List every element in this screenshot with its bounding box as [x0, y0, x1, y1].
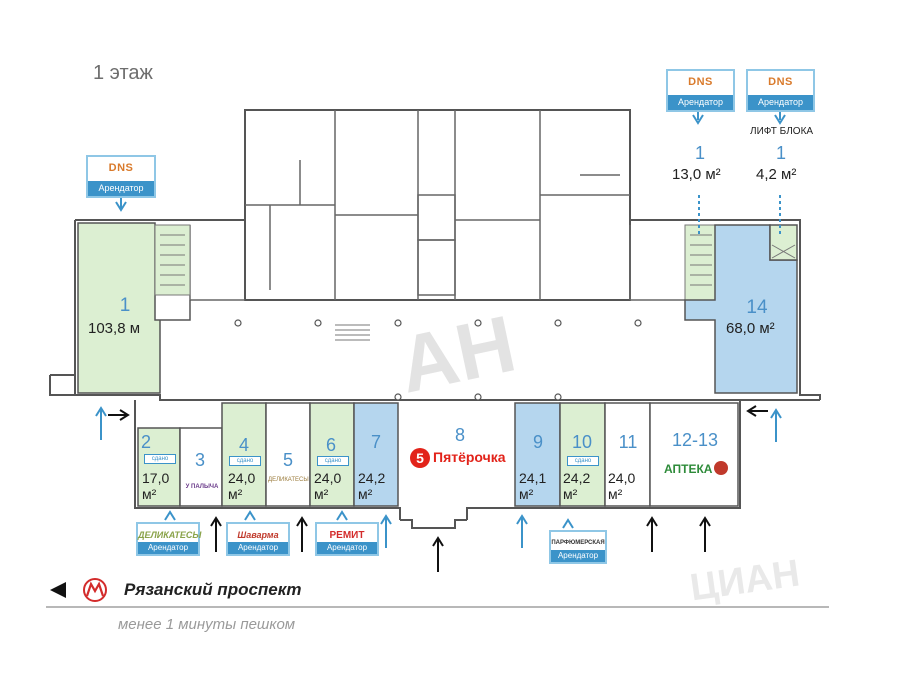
tenant-caption: Арендатор	[228, 542, 288, 554]
unit-12-13-area	[649, 402, 739, 507]
lift-block-label: ЛИФТ БЛОКА	[750, 126, 814, 137]
tenant-caption: Арендатор	[88, 181, 154, 196]
unit-7-area	[353, 402, 399, 507]
rented-badge: сдано	[144, 454, 176, 464]
metro-m-icon	[83, 578, 107, 602]
unit-2-number: 2	[140, 432, 151, 452]
unit-7-number: 7	[370, 432, 381, 452]
shavarma-logo: Шаварма	[237, 530, 279, 540]
unit-5-number: 5	[282, 450, 293, 470]
dns-logo: DNS	[768, 76, 793, 88]
columns	[234, 319, 642, 401]
unit-1b-area-label: 13,0 м²	[672, 166, 721, 183]
palych-logo: У ПАЛЫЧА	[185, 484, 219, 490]
unit-5-area	[265, 402, 311, 507]
unit-6-area	[309, 402, 355, 507]
arrow-left-icon	[50, 582, 66, 598]
unit-3-area	[179, 427, 223, 507]
pyaterochka-icon: 5	[410, 448, 430, 468]
unit-6-area-label: 24,0 м²	[314, 470, 342, 502]
coffee-box-logo: ДЕЛИКАТЕСЫ	[138, 530, 202, 540]
rented-badge: сдано	[229, 456, 261, 466]
apteka-logo: АПТЕКА	[664, 461, 744, 480]
unit-1-number: 1	[119, 295, 131, 316]
unit-10-area-label: 24,2 м²	[563, 470, 591, 502]
floor-title: 1 этаж	[93, 62, 153, 84]
stairs-right	[684, 224, 716, 301]
tenant-caption: Арендатор	[138, 542, 198, 554]
tenant-box-coffee: ДЕЛИКАТЕСЫ Арендатор	[136, 522, 202, 556]
central-steps	[335, 324, 370, 341]
ah-watermark: AH	[391, 299, 523, 410]
pyaterochka-name: Пятёрочка	[433, 449, 506, 465]
tenant-box-parfum: ПАРФЮМЕРСКАЯ Арендатор	[549, 530, 607, 564]
tenant-caption: Арендатор	[748, 95, 813, 110]
unit-8-number: 8	[454, 425, 465, 445]
unit-11-area	[604, 402, 651, 507]
tenant-box-dns-top1: DNS Арендатор	[666, 69, 735, 112]
unit-1c-area-label: 4,2 м²	[756, 166, 797, 183]
tenant-caption: Арендатор	[317, 542, 377, 554]
parfum-logo: ПАРФЮМЕРСКАЯ	[551, 540, 605, 546]
back-rooms	[189, 110, 685, 301]
walk-time: менее 1 минуты пешком	[118, 616, 296, 633]
entrance-arrows-black	[108, 405, 768, 572]
unit-11-number: 11	[618, 432, 638, 452]
dns-logo: DNS	[108, 162, 134, 174]
unit-4-area-label: 24,0 м²	[228, 470, 256, 502]
unit-10-number: 10	[571, 432, 593, 452]
unit-9-area-label: 24,1 м²	[519, 470, 547, 502]
pyaterochka-logo: 5 Пятёрочка	[410, 448, 510, 470]
entrance-arrows-blue	[95, 112, 786, 548]
apteka-name: АПТЕКА	[664, 462, 713, 476]
remit-logo: РЕМИТ	[329, 530, 365, 541]
unit-3-number: 3	[194, 450, 205, 470]
unit-14-area-label: 68,0 м²	[726, 320, 775, 337]
tenant-box-dns-top2: DNS Арендатор	[746, 69, 815, 112]
rented-badge: сдано	[567, 456, 599, 466]
tenant-box-remit: РЕМИТ Арендатор	[315, 522, 379, 556]
tenant-caption: Арендатор	[551, 550, 605, 562]
dns-logo: DNS	[688, 76, 713, 88]
unit-14-number: 14	[746, 297, 768, 318]
unit-7-area-label: 24,2 м²	[358, 470, 386, 502]
unit-1-area-label: 103,8 м	[88, 320, 141, 337]
unit-12-13-number: 12-13	[671, 430, 719, 450]
lift-block-area	[769, 224, 798, 261]
unit-11-area-label: 24,0 м²	[608, 470, 636, 502]
unit-4-number: 4	[238, 435, 249, 455]
unit-1c-number: 1	[775, 143, 786, 163]
tenant-caption: Арендатор	[668, 95, 733, 110]
building-walls	[49, 109, 821, 529]
unit-4-area	[221, 402, 267, 507]
unit-6-number: 6	[325, 435, 336, 455]
tenant-box-dns-left: DNS Арендатор	[86, 155, 156, 198]
coffee-logo: ДЕЛИКАТЕСЫ	[268, 477, 309, 483]
stairs-left	[154, 224, 191, 296]
apteka-icon	[714, 461, 728, 475]
unit-1b-number: 1	[694, 143, 705, 163]
street-name: Рязанский проспект	[124, 580, 302, 599]
tenant-box-shavarma: Шаварма Арендатор	[226, 522, 290, 556]
unit-2-area-label: 17,0 м²	[142, 470, 170, 502]
unit-9-area	[514, 402, 561, 507]
unit-9-number: 9	[532, 432, 543, 452]
rented-badge: сдано	[317, 456, 349, 466]
